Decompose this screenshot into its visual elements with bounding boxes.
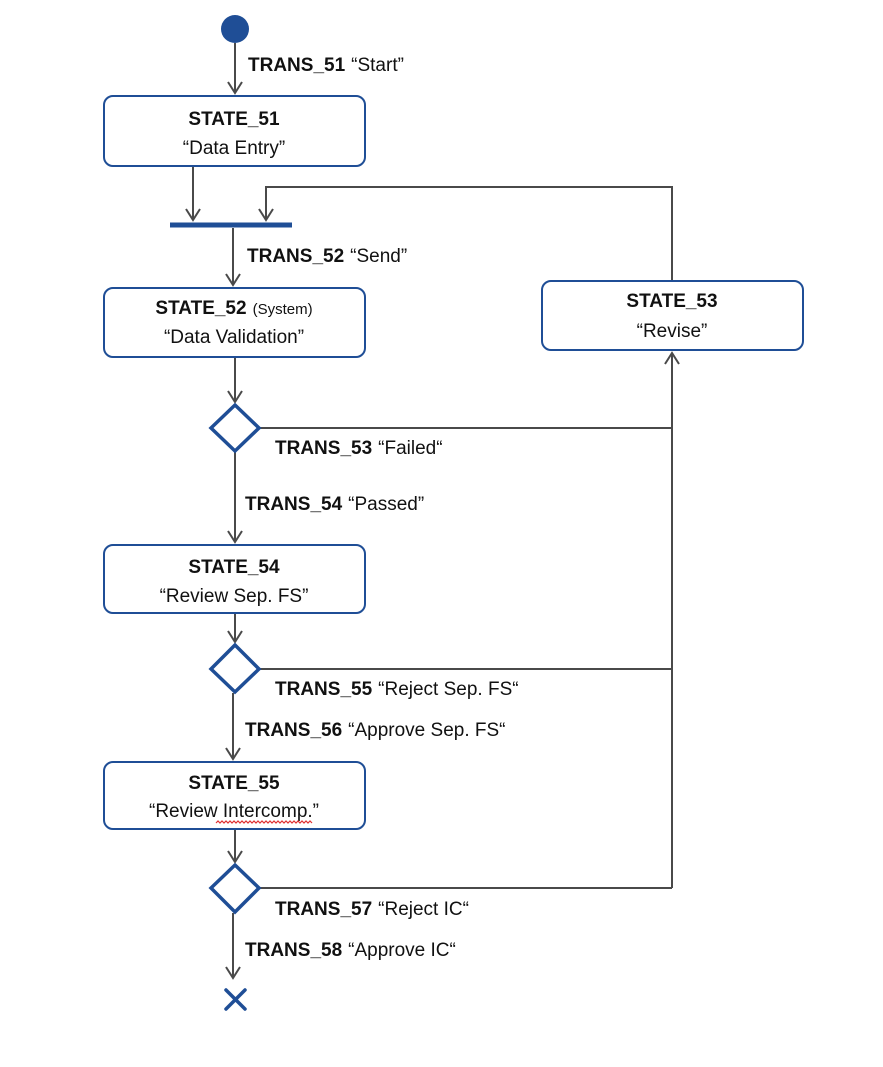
state-54-id: STATE_54	[188, 557, 280, 578]
arrowhead	[225, 966, 241, 980]
trans-54-label: TRANS_54“Passed”	[245, 494, 424, 515]
arrowhead	[227, 630, 243, 644]
state-52-note: (System)	[253, 301, 313, 318]
trans-56-label: TRANS_56“Approve Sep. FS“	[245, 720, 506, 741]
decision-1	[208, 402, 262, 454]
trans-55-label: TRANS_55“Reject Sep. FS“	[275, 679, 519, 700]
decision-3	[208, 862, 262, 915]
arrowhead	[185, 208, 201, 222]
state-54: STATE_54 “Review Sep. FS”	[103, 544, 366, 614]
state-52-box	[103, 287, 366, 358]
state-51-name: “Data Entry”	[183, 138, 285, 159]
arrowhead	[227, 530, 243, 544]
spellcheck-underline	[215, 820, 313, 824]
arrowhead	[227, 390, 243, 404]
state-52-title: STATE_52 (System)	[155, 298, 312, 319]
state-51: STATE_51 “Data Entry”	[103, 95, 366, 167]
arrowhead	[227, 81, 243, 95]
trans-57-label: TRANS_57“Reject IC“	[275, 899, 469, 920]
trans-51-label: TRANS_51“Start”	[248, 55, 404, 76]
arrowhead	[227, 850, 243, 864]
state-54-name: “Review Sep. FS”	[160, 586, 309, 607]
state-51-id: STATE_51	[188, 109, 280, 130]
state-52-name: “Data Validation”	[164, 327, 304, 348]
state-55-box	[103, 761, 366, 830]
start-node	[221, 15, 249, 43]
connector-state53-to-join	[265, 186, 673, 280]
arrowhead	[225, 747, 241, 761]
state-54-box	[103, 544, 366, 614]
state-53: STATE_53 “Revise”	[541, 280, 804, 351]
state-52: STATE_52 (System) “Data Validation”	[103, 287, 366, 358]
arrowhead	[664, 351, 680, 365]
state-55-name: “Review Intercomp.”	[149, 801, 319, 822]
trans-58-label: TRANS_58“Approve IC“	[245, 940, 456, 961]
state-53-box	[541, 280, 804, 351]
trans-53-label: TRANS_53“Failed“	[275, 438, 443, 459]
state-53-id: STATE_53	[626, 291, 717, 312]
arrowhead	[225, 273, 241, 287]
state-53-name: “Revise”	[637, 321, 708, 342]
end-node	[224, 988, 247, 1011]
state-51-box	[103, 95, 366, 167]
decision-2	[208, 642, 262, 695]
trans-52-label: TRANS_52“Send”	[247, 246, 407, 267]
state-55: STATE_55 “Review Intercomp.”	[103, 761, 366, 830]
state-52-id: STATE_52	[155, 298, 246, 319]
arrowhead	[258, 208, 274, 222]
state-55-id: STATE_55	[188, 773, 280, 794]
